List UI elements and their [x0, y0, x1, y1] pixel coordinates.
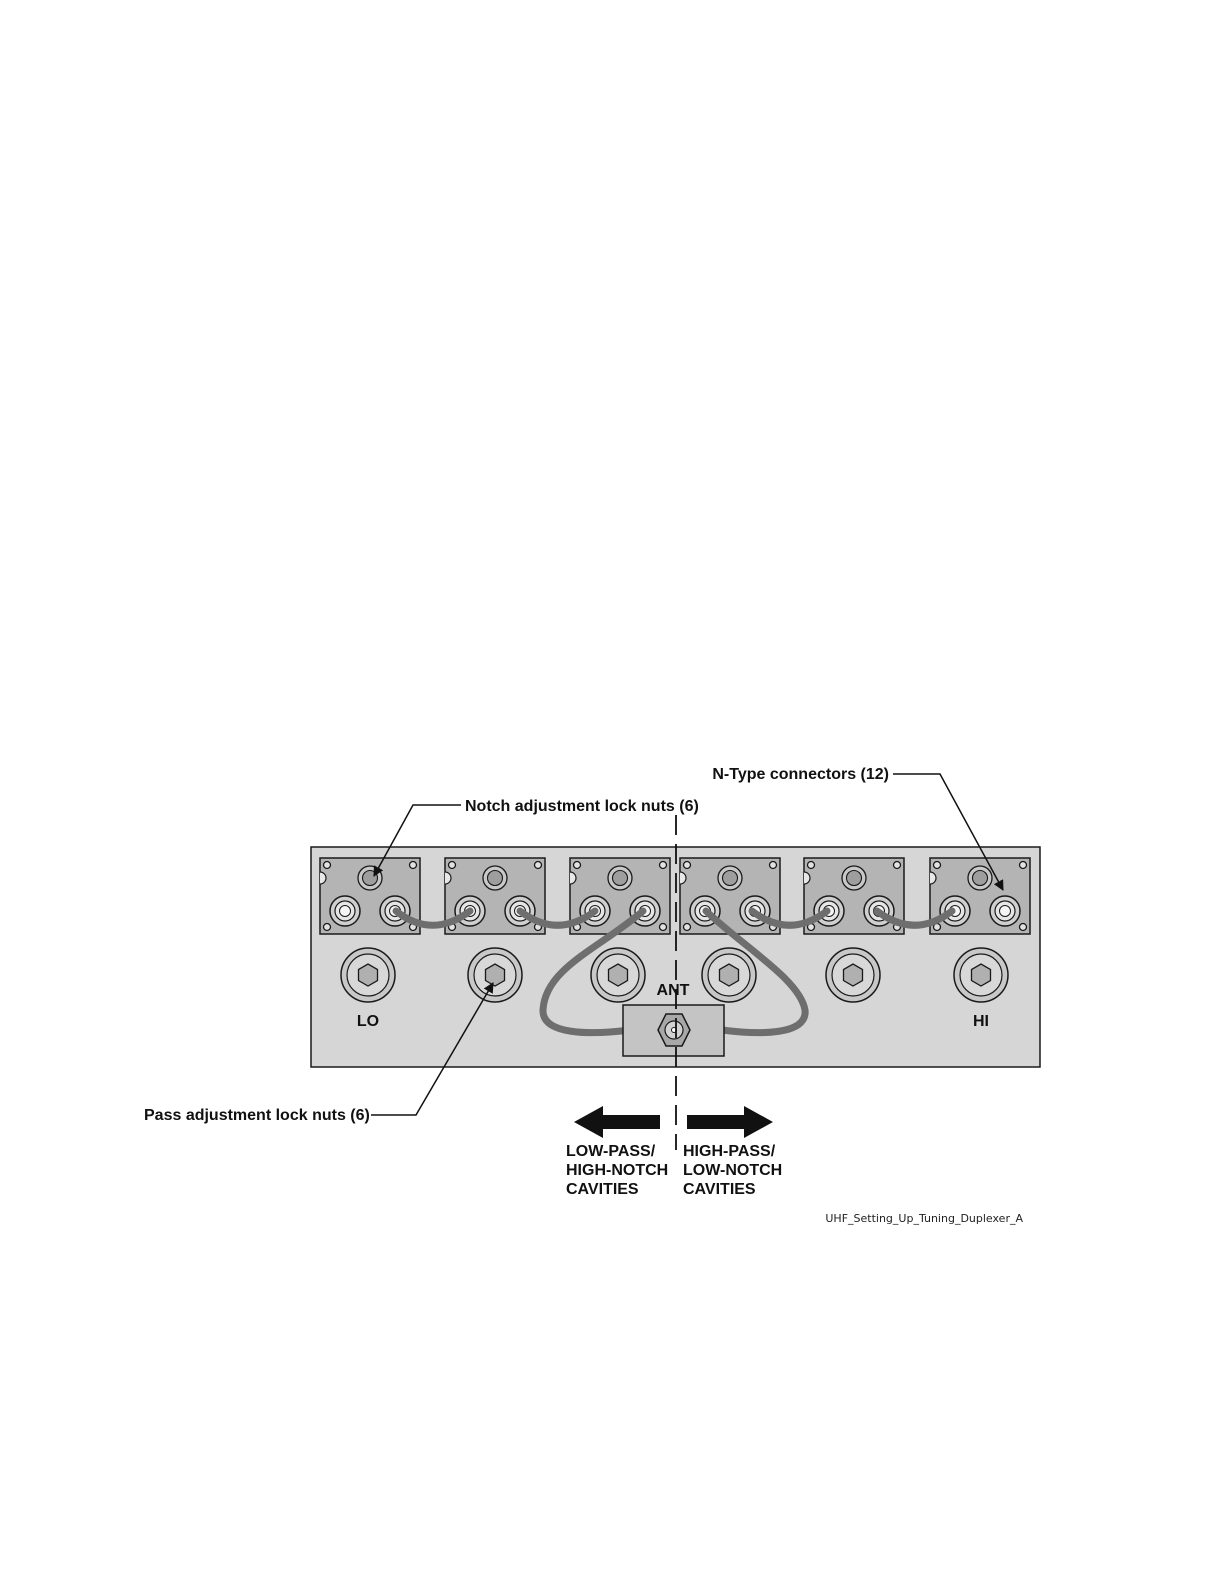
cavity-plate: [930, 858, 1030, 934]
notch-lock-nut: [718, 866, 742, 890]
screw: [660, 862, 667, 869]
notch-lock-nut: [358, 866, 382, 890]
figure-caption: UHF_Setting_Up_Tuning_Duplexer_A: [825, 1212, 1023, 1225]
notch-lock-nut: [608, 866, 632, 890]
pass-lock-nut: [954, 948, 1008, 1002]
screw: [410, 862, 417, 869]
screw: [535, 862, 542, 869]
high-pass-label: HIGH-PASS/ LOW-NOTCH CAVITIES: [683, 1143, 787, 1198]
cavity-plate: [445, 858, 545, 934]
screw: [684, 924, 691, 931]
cavity-plate: [570, 858, 670, 934]
lo-label: LO: [357, 1013, 379, 1030]
hi-label: HI: [973, 1013, 989, 1030]
notch-lock-nut: [968, 866, 992, 890]
pass-lock-nut: [591, 948, 645, 1002]
ant-label: ANT: [657, 982, 690, 999]
cavity-plate: [320, 858, 420, 934]
screw: [449, 862, 456, 869]
screw: [1020, 862, 1027, 869]
notch-lock-nuts-label: Notch adjustment lock nuts (6): [465, 798, 699, 815]
screw: [894, 862, 901, 869]
screw: [808, 862, 815, 869]
arrow-left-low-pass: [574, 1106, 660, 1138]
n-type-connector: [990, 896, 1020, 926]
screw: [324, 924, 331, 931]
arrow-right-high-pass: [687, 1106, 773, 1138]
screw: [574, 862, 581, 869]
antenna-connector: [623, 1005, 724, 1056]
ntype-connectors-label: N-Type connectors (12): [712, 766, 889, 783]
screw: [1020, 924, 1027, 931]
n-type-connector: [330, 896, 360, 926]
screw: [934, 862, 941, 869]
pass-lock-nut: [826, 948, 880, 1002]
pass-lock-nut: [468, 948, 522, 1002]
screw: [660, 924, 667, 931]
screw: [324, 862, 331, 869]
notch-lock-nut: [483, 866, 507, 890]
low-pass-label: LOW-PASS/ HIGH-NOTCH CAVITIES: [566, 1143, 673, 1198]
pass-lock-nut: [702, 948, 756, 1002]
pass-lock-nuts-label: Pass adjustment lock nuts (6): [144, 1107, 370, 1124]
screw: [770, 862, 777, 869]
notch-lock-nut: [842, 866, 866, 890]
screw: [684, 862, 691, 869]
pass-lock-nut: [341, 948, 395, 1002]
